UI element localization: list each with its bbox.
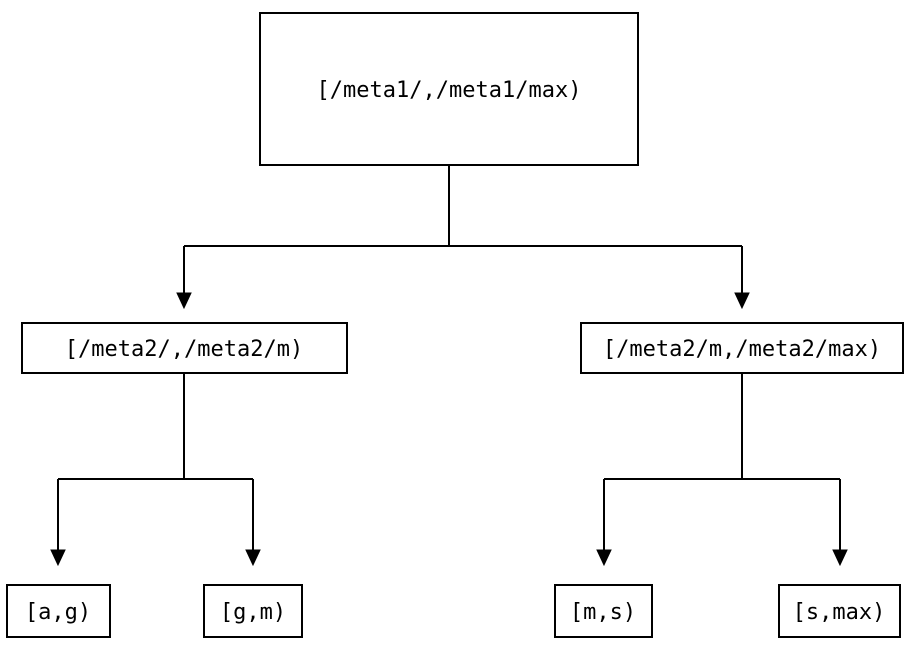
edge-root-children <box>176 165 750 310</box>
node-left: [/meta2/,/meta2/m) <box>21 322 348 374</box>
node-leaf-ag-label: [a,g) <box>25 600 91 625</box>
node-leaf-ms: [m,s) <box>554 584 653 638</box>
node-right: [/meta2/m,/meta2/max) <box>580 322 904 374</box>
node-right-label: [/meta2/m,/meta2/max) <box>603 337 881 362</box>
edge-left-children <box>50 373 261 567</box>
edge-right-children <box>596 373 848 567</box>
node-leaf-smax-label: [s,max) <box>793 600 886 625</box>
node-leaf-gm-label: [g,m) <box>220 600 286 625</box>
node-leaf-ms-box <box>554 584 653 638</box>
node-leaf-smax-box <box>778 584 901 638</box>
arrowhead-icon <box>596 549 612 567</box>
node-leaf-gm-box <box>203 584 303 638</box>
node-leaf-ms-label: [m,s) <box>570 600 636 625</box>
arrowhead-icon <box>245 549 261 567</box>
node-root-box <box>259 12 639 166</box>
node-leaf-ag-box <box>6 584 111 638</box>
node-left-box <box>21 322 348 374</box>
node-leaf-smax: [s,max) <box>778 584 901 638</box>
node-leaf-ag: [a,g) <box>6 584 111 638</box>
node-leaf-gm: [g,m) <box>203 584 303 638</box>
node-root-label: [/meta1/,/meta1/max) <box>317 78 582 103</box>
node-root: [/meta1/,/meta1/max) <box>259 12 639 166</box>
arrowhead-icon <box>176 292 192 310</box>
arrowhead-icon <box>50 549 66 567</box>
node-right-box <box>580 322 904 374</box>
node-left-label: [/meta2/,/meta2/m) <box>65 337 303 362</box>
arrowhead-icon <box>734 292 750 310</box>
arrowhead-icon <box>832 549 848 567</box>
